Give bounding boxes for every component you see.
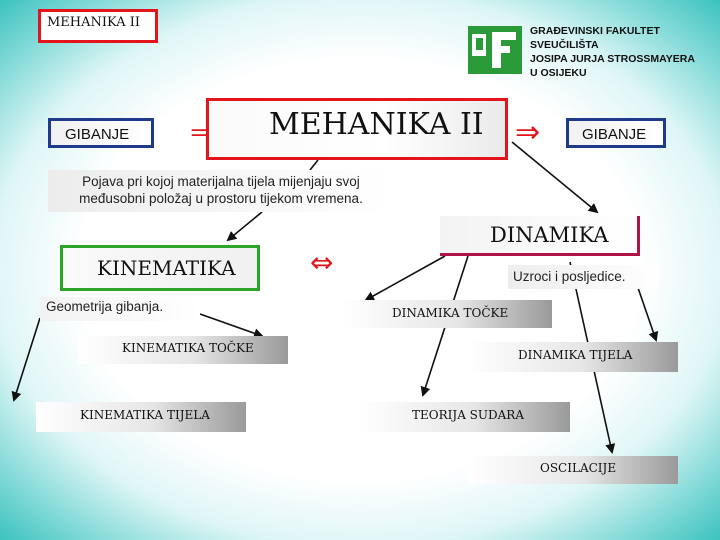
- faculty-line-2: SVEUČILIŠTA: [530, 39, 599, 51]
- connector-kinematika-ktj: [11, 317, 41, 402]
- connector-title-definition: [309, 159, 319, 171]
- kinematika-tocke-box: KINEMATIKA TOČKE: [78, 336, 288, 364]
- main-title: MEHANIKA II: [269, 107, 484, 142]
- dinamika-tocke-label: DINAMIKA TOČKE: [392, 306, 509, 320]
- arrow-symbol-right: ⇒: [515, 115, 540, 150]
- definition-box: Pojava pri kojoj materijalna tijela mije…: [48, 170, 388, 212]
- teorija-sudara-label: TEORIJA SUDARA: [412, 408, 524, 422]
- faculty-line-3: JOSIPA JURJA STROSSMAYERA: [530, 53, 695, 65]
- course-title-box: MEHANIKA II: [38, 9, 158, 43]
- faculty-line-1: GRAĐEVINSKI FAKULTET: [530, 25, 660, 37]
- gibanje-left-label: GIBANJE: [65, 126, 130, 143]
- gibanje-right-box: GIBANJE: [566, 118, 666, 148]
- kinematika-tijela-box: KINEMATIKA TIJELA: [36, 402, 246, 432]
- oscilacije-box: OSCILACIJE: [468, 456, 678, 484]
- course-title: MEHANIKA II: [47, 15, 141, 30]
- kinematika-description: Geometrija gibanja.: [46, 299, 164, 314]
- connector-dinamika-dtj: [635, 281, 659, 342]
- connector-definition-kinematika: [226, 211, 263, 242]
- kinematika-label: KINEMATIKA: [97, 256, 236, 280]
- main-title-box: MEHANIKA II: [206, 98, 508, 160]
- teorija-sudara-box: TEORIJA SUDARA: [358, 402, 570, 432]
- gf-logo-graphic: [468, 26, 522, 74]
- faculty-name: GRAĐEVINSKI FAKULTET SVEUČILIŠTA JOSIPA …: [530, 24, 710, 80]
- kinematika-tijela-label: KINEMATIKA TIJELA: [80, 408, 210, 422]
- dinamika-label: DINAMIKA: [490, 223, 609, 247]
- kinematika-description-box: Geometrija gibanja.: [40, 297, 200, 321]
- dinamika-description-box: Uzroci i posljedice.: [508, 265, 658, 289]
- kinematika-tocke-label: KINEMATIKA TOČKE: [122, 341, 254, 355]
- faculty-line-4: U OSIJEKU: [530, 67, 587, 79]
- gibanje-left-box: GIBANJE: [48, 118, 154, 148]
- gf-logo-icon: [468, 26, 522, 74]
- dinamika-box: DINAMIKA: [440, 216, 640, 256]
- connector-gibanje-dinamika: [511, 141, 599, 214]
- oscilacije-label: OSCILACIJE: [540, 461, 617, 475]
- connector-dinamika-dt: [364, 255, 446, 301]
- dinamika-description: Uzroci i posljedice.: [513, 269, 626, 284]
- dinamika-tocke-box: DINAMIKA TOČKE: [342, 300, 552, 328]
- connector-kinematika-kt: [199, 313, 264, 339]
- dinamika-tijela-label: DINAMIKA TIJELA: [518, 348, 633, 362]
- definition-text: Pojava pri kojoj materijalna tijela mije…: [79, 174, 363, 206]
- double-arrow-symbol: ⇔: [310, 246, 333, 279]
- dinamika-tijela-box: DINAMIKA TIJELA: [468, 342, 678, 372]
- gibanje-right-label: GIBANJE: [582, 126, 647, 143]
- kinematika-box: KINEMATIKA: [60, 245, 260, 291]
